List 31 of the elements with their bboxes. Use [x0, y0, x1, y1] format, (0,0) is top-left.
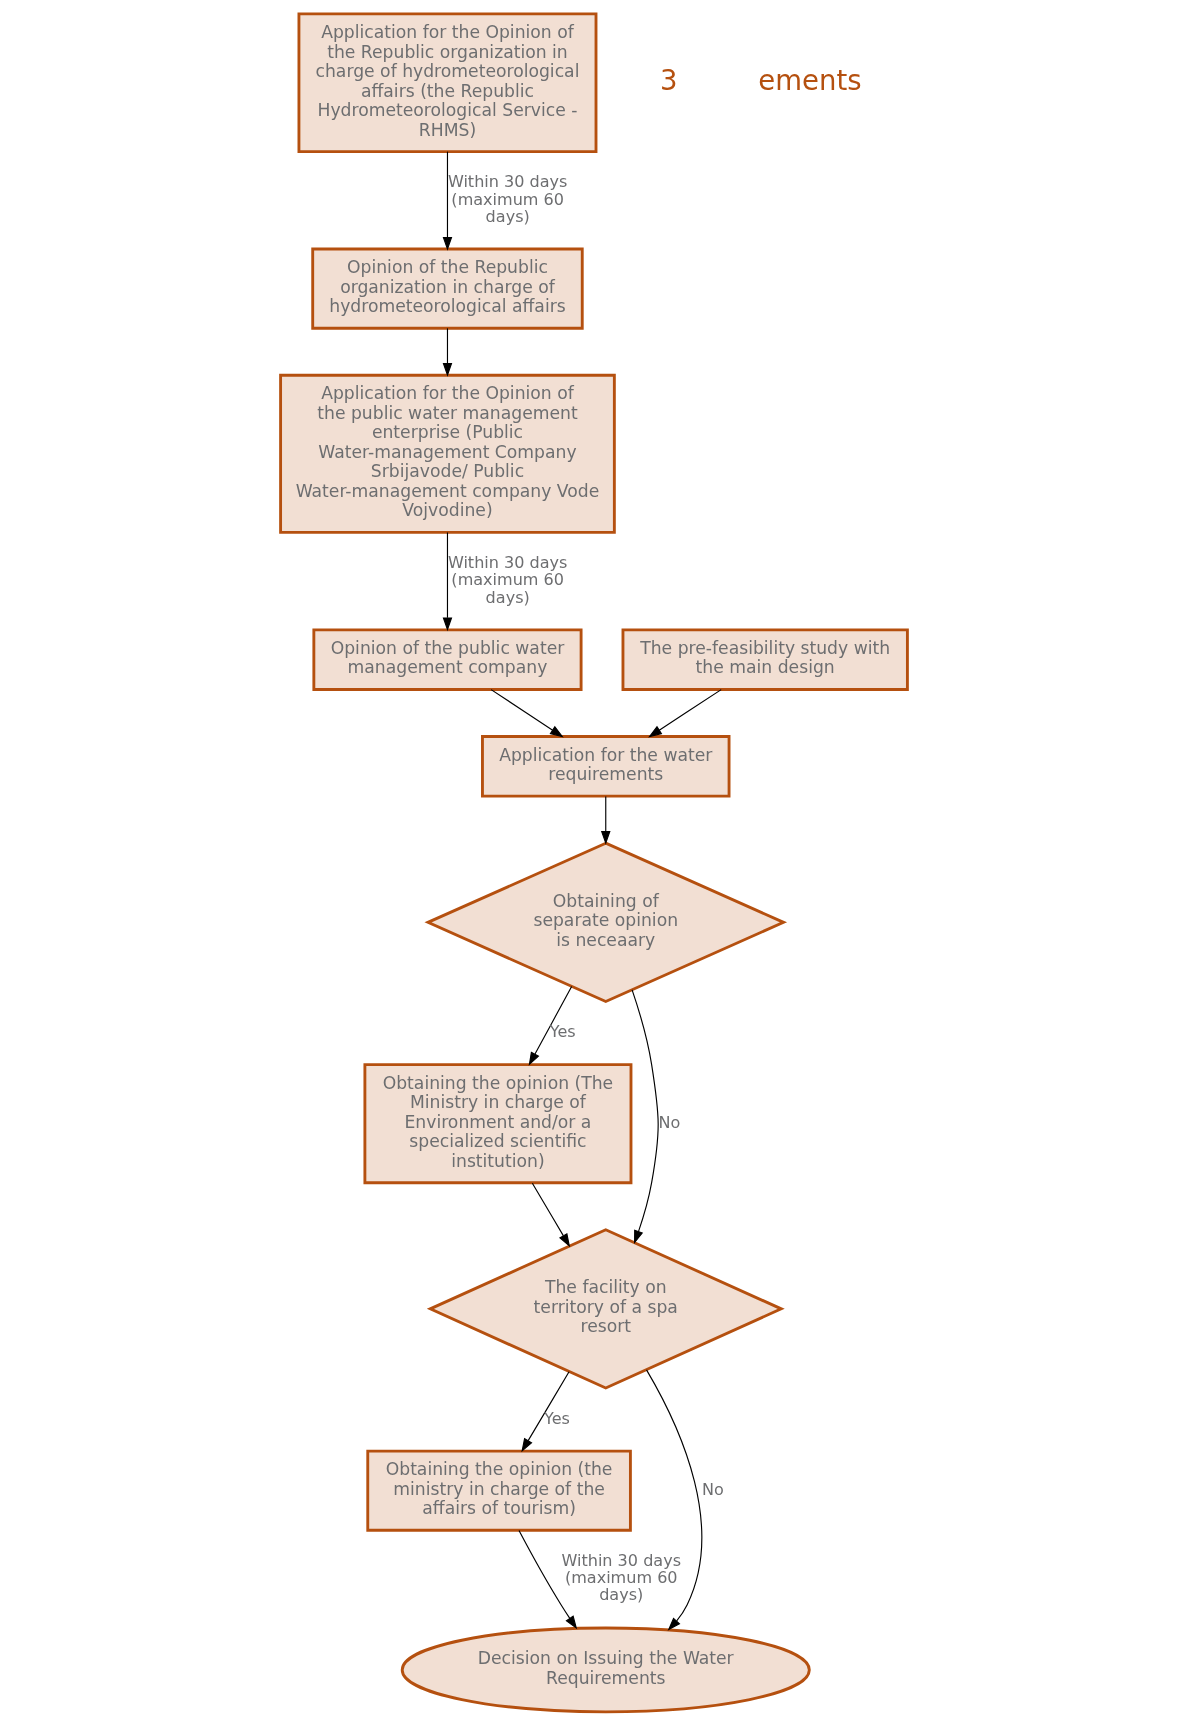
node-ellipse: Decision on Issuing the Water Requirements — [400, 1626, 811, 1713]
arrow — [521, 1370, 570, 1452]
node-box: Opinion of the Republic organization in charge of hydrometeorological affairs — [311, 247, 584, 330]
edge-label: No — [702, 1479, 724, 1499]
node-box: Application for the Opinion of the public water management enterprise (Public Water-management Company Srbijavode/ Public Water-management company Vode Vojvodine) — [279, 373, 616, 534]
node-diamond: Obtaining of separate opinion is neceaary — [424, 841, 788, 1003]
arrow — [600, 795, 611, 845]
node-box: Opinion of the public water management company — [312, 627, 583, 691]
node-box: Obtaining the opinion (the ministry in charge of the affairs of tourism) — [366, 1449, 632, 1532]
edge-label: Within 30 days (maximum 60 days) — [447, 552, 568, 607]
arrow — [442, 327, 453, 377]
label: 3 — [660, 63, 678, 96]
edge-label: Within 30 days (maximum 60 days) — [561, 1550, 682, 1604]
label: ements — [758, 63, 862, 96]
node-box: The pre-feasibility study with the main design — [621, 627, 909, 691]
arrow — [648, 688, 722, 737]
arrow — [490, 688, 564, 737]
edge-label: No — [658, 1112, 681, 1132]
arrow — [531, 1182, 571, 1247]
arrow — [528, 985, 573, 1066]
arrow — [442, 531, 453, 631]
edge-label: Yes — [549, 1021, 576, 1041]
edge-label: Within 30 days (maximum 60 days) — [447, 171, 568, 226]
node-box: Application for the Opinion of the Republic organization in charge of hydrometeorological affairs (the Republic Hydrometeorological Service - RHMS) — [297, 12, 598, 153]
arrow — [631, 988, 659, 1244]
node-box: Application for the water requirements — [481, 734, 731, 798]
node-box: Obtaining the opinion (The Ministry in charge of Environment and/or a specialized scientific institution) — [363, 1062, 633, 1184]
arrow — [442, 150, 453, 251]
arrow — [645, 1368, 703, 1631]
arrow — [518, 1529, 578, 1629]
edge-label: Yes — [544, 1408, 570, 1428]
